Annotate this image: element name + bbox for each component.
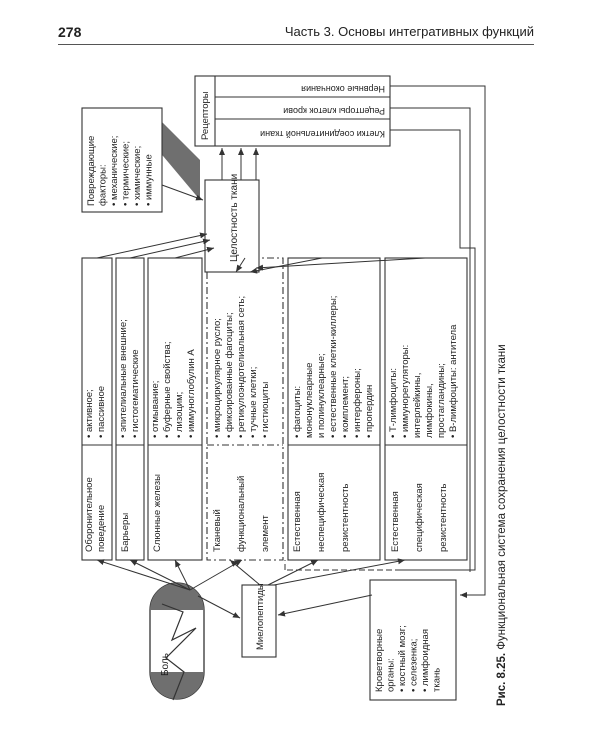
damaging-factors-text: Повреждающие факторы: • механические; • …	[86, 133, 155, 206]
tissue-integrity-label: Целостность ткани	[229, 174, 240, 262]
row-left-text: Оборонительное поведение	[84, 475, 107, 552]
row-left-text: Естественная неспецифическая резистентно…	[292, 470, 351, 552]
hematopoietic-organs-box: Кроветворные органы: • костный мозг; • с…	[369, 579, 457, 701]
caption-text: Функциональная система сохранения целост…	[496, 344, 508, 650]
receptor-item: Клетки соединительной ткани	[260, 129, 385, 139]
receptors-label: Рецепторы	[200, 91, 211, 140]
row-tissue-element: Тканевый функциональный элемент • микроц…	[206, 257, 284, 561]
figure-caption: Рис. 8.25. Функциональная система сохран…	[496, 344, 508, 706]
page-number: 278	[58, 24, 82, 40]
row-nonspecific-resistance: Естественная неспецифическая резистентно…	[287, 257, 381, 561]
row-right-text: • фагоциты: мононуклеарные и полинуклеар…	[292, 293, 375, 438]
row-left-text: Тканевый функциональный элемент	[212, 473, 271, 552]
tissue-integrity-box: Целостность ткани	[204, 174, 260, 273]
receptors-box: Рецепторы Клетки соединительной ткани Ре…	[194, 75, 391, 147]
regulation-rows: Оборонительное поведение • активное; • п…	[81, 257, 468, 561]
row-right-text: • активное; • пассивное	[84, 386, 107, 438]
hematopoietic-text: Кроветворные органы: • костный мозг; • с…	[374, 623, 443, 692]
myelopeptides-label: Миелопептиды	[255, 583, 266, 650]
receptor-item: Нервные окончания	[301, 84, 385, 94]
caption-label: Рис. 8.25.	[496, 652, 508, 706]
lightning-icon	[161, 603, 197, 701]
connector-arrows	[96, 85, 486, 619]
row-right-text: • отмывание; • буферные свойства; • лизо…	[150, 339, 197, 438]
row-left-text: Естественная специфическая резистентност…	[390, 481, 449, 552]
row-right-text: • эпителиальные внешние; • гистогематиче…	[118, 317, 141, 438]
row-specific-resistance: Естественная специфическая резистентност…	[384, 257, 468, 561]
row-barriers: Барьеры • эпителиальные внешние; • гисто…	[115, 257, 145, 561]
pain-node: Боль	[149, 582, 205, 701]
header-rule	[58, 44, 534, 45]
chapter-title: Часть 3. Основы интегративных функций	[284, 24, 534, 39]
receptor-item: Рецепторы клеток крови	[283, 106, 385, 116]
row-salivary-glands: Слюнные железы • отмывание; • буферные с…	[147, 257, 203, 561]
row-right-text: • микроциркулярное русло; • фиксированны…	[212, 293, 271, 438]
myelopeptides-box: Миелопептиды	[241, 583, 277, 658]
row-right-text: • Т-лимфоциты: • иммунорегуляторы: интер…	[388, 324, 459, 438]
row-left-text: Слюнные железы	[152, 474, 163, 552]
row-defensive-behaviour: Оборонительное поведение • активное; • п…	[81, 257, 113, 561]
damaging-factors-box: Повреждающие факторы: • механические; • …	[81, 107, 200, 213]
row-left-text: Барьеры	[120, 513, 131, 552]
pain-label: Боль	[160, 653, 171, 676]
